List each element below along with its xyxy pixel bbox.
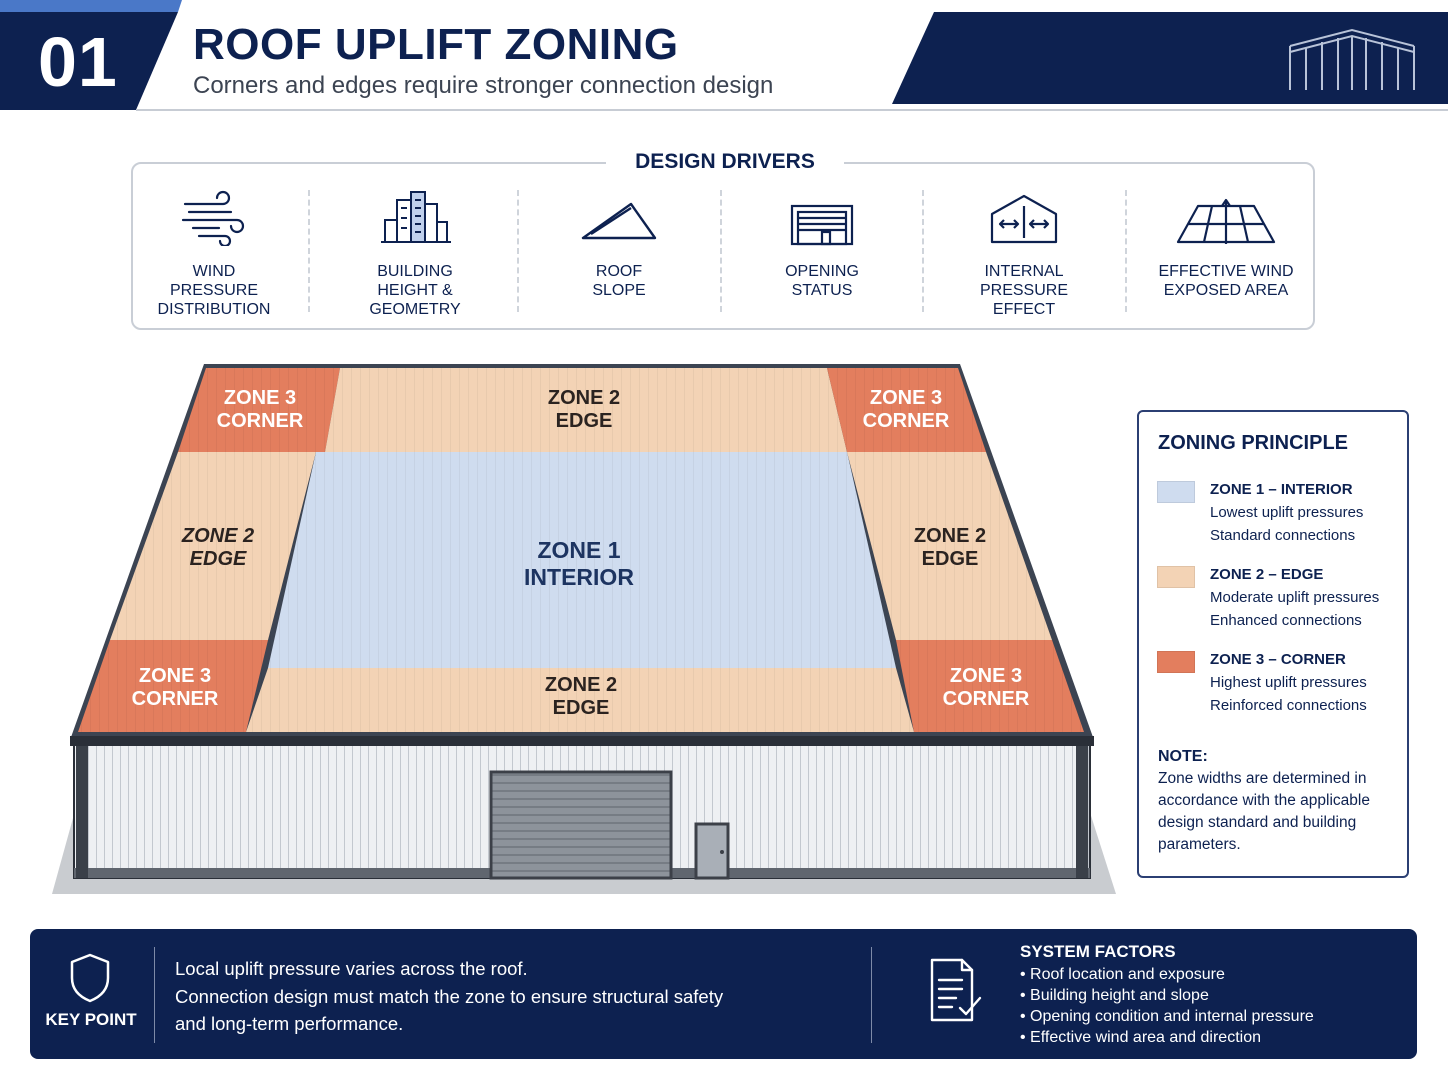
legend-name-zone1: ZONE 1 – INTERIOR <box>1210 481 1353 498</box>
roller-door <box>489 770 673 880</box>
system-factor-item: • Roof location and exposure <box>1020 966 1225 983</box>
zone1-label: ZONE 1 INTERIOR <box>524 537 634 590</box>
legend-swatch-zone2 <box>1157 566 1195 588</box>
key-point-text: Local uplift pressure varies across the … <box>175 958 528 979</box>
driver-label: OPENING STATUS <box>785 263 859 299</box>
driver-effective-area: EFFECTIVE WIND EXPOSED AREA <box>1126 186 1326 326</box>
roof-slope-icon <box>581 202 657 240</box>
zone3-bottom-left-label: ZONE 3 CORNER <box>131 665 219 710</box>
legend-swatch-zone3 <box>1157 651 1195 673</box>
driver-divider <box>1125 190 1127 312</box>
building-frame-icon <box>1289 28 1415 90</box>
checklist-document-icon <box>930 958 982 1022</box>
driver-label: INTERNAL PRESSURE EFFECT <box>979 263 1069 318</box>
legend-swatch-zone1 <box>1157 481 1195 503</box>
legend-name-zone2: ZONE 2 – EDGE <box>1210 566 1324 583</box>
key-point-label: KEY POINT <box>45 1010 137 1029</box>
legend-title: ZONING PRINCIPLE <box>1158 432 1349 454</box>
page-title: ROOF UPLIFT ZONING <box>193 20 679 69</box>
building-roof-diagram <box>52 364 1116 894</box>
driver-internal-pressure: INTERNAL PRESSURE EFFECT <box>924 186 1124 326</box>
legend-desc: Reinforced connections <box>1210 697 1367 714</box>
key-point-text: and long-term performance. <box>175 1013 404 1034</box>
header-band <box>0 0 1448 111</box>
legend-desc: Highest uplift pressures <box>1210 674 1367 691</box>
footer-divider <box>154 947 155 1043</box>
garage-door-icon <box>790 204 854 246</box>
system-factor-item: • Building height and slope <box>1020 987 1209 1004</box>
wind-icon <box>181 190 245 246</box>
note-text: Zone widths are determined in accordance… <box>1158 770 1370 853</box>
system-factor-item: • Opening condition and internal pressur… <box>1020 1008 1314 1025</box>
driver-divider <box>720 190 722 312</box>
footer-divider <box>871 947 872 1043</box>
zone2-top-label: ZONE 2 EDGE <box>547 387 621 432</box>
driver-divider <box>517 190 519 312</box>
design-drivers-title: DESIGN DRIVERS <box>606 148 844 176</box>
zone3-bottom-right-label: ZONE 3 CORNER <box>942 665 1030 710</box>
system-factors-title: SYSTEM FACTORS <box>1020 942 1176 961</box>
driver-divider <box>308 190 310 312</box>
driver-label: BUILDING HEIGHT & GEOMETRY <box>369 263 461 318</box>
page-number: 01 <box>38 23 118 101</box>
legend-name-zone3: ZONE 3 – CORNER <box>1210 651 1346 668</box>
key-point-text: Connection design must match the zone to… <box>175 986 724 1007</box>
grid-area-icon <box>1176 198 1276 244</box>
driver-divider <box>922 190 924 312</box>
note-title: NOTE: <box>1158 748 1208 765</box>
legend-desc: Standard connections <box>1210 527 1356 544</box>
zone2-left-label: ZONE 2 EDGE <box>181 525 255 570</box>
zone3-top-right-label: ZONE 3 CORNER <box>862 387 950 432</box>
driver-building-height: BUILDING HEIGHT & GEOMETRY <box>315 186 515 326</box>
driver-label: ROOF SLOPE <box>592 263 646 299</box>
zone3-top-left-label: ZONE 3 CORNER <box>216 387 304 432</box>
legend-desc: Moderate uplift pressures <box>1210 589 1380 606</box>
shield-icon <box>70 953 110 1003</box>
internal-pressure-icon <box>990 194 1058 244</box>
driver-label: EFFECTIVE WIND EXPOSED AREA <box>1158 263 1294 299</box>
driver-roof-slope: ROOF SLOPE <box>519 186 719 326</box>
driver-wind-pressure: WIND PRESSURE DISTRIBUTION <box>114 186 314 326</box>
building-icon <box>381 191 451 243</box>
page-subtitle: Corners and edges require stronger conne… <box>193 72 774 99</box>
system-factor-item: • Effective wind area and direction <box>1020 1029 1261 1046</box>
zoning-principle-panel <box>1137 410 1409 878</box>
legend-desc: Lowest uplift pressures <box>1210 504 1364 521</box>
legend-desc: Enhanced connections <box>1210 612 1362 629</box>
driver-label: WIND PRESSURE DISTRIBUTION <box>157 263 271 318</box>
zone2-right-label: ZONE 2 EDGE <box>913 525 987 570</box>
zone2-bottom-label: ZONE 2 EDGE <box>544 674 618 719</box>
key-point-bar <box>30 929 1417 1059</box>
driver-opening-status: OPENING STATUS <box>722 186 922 326</box>
